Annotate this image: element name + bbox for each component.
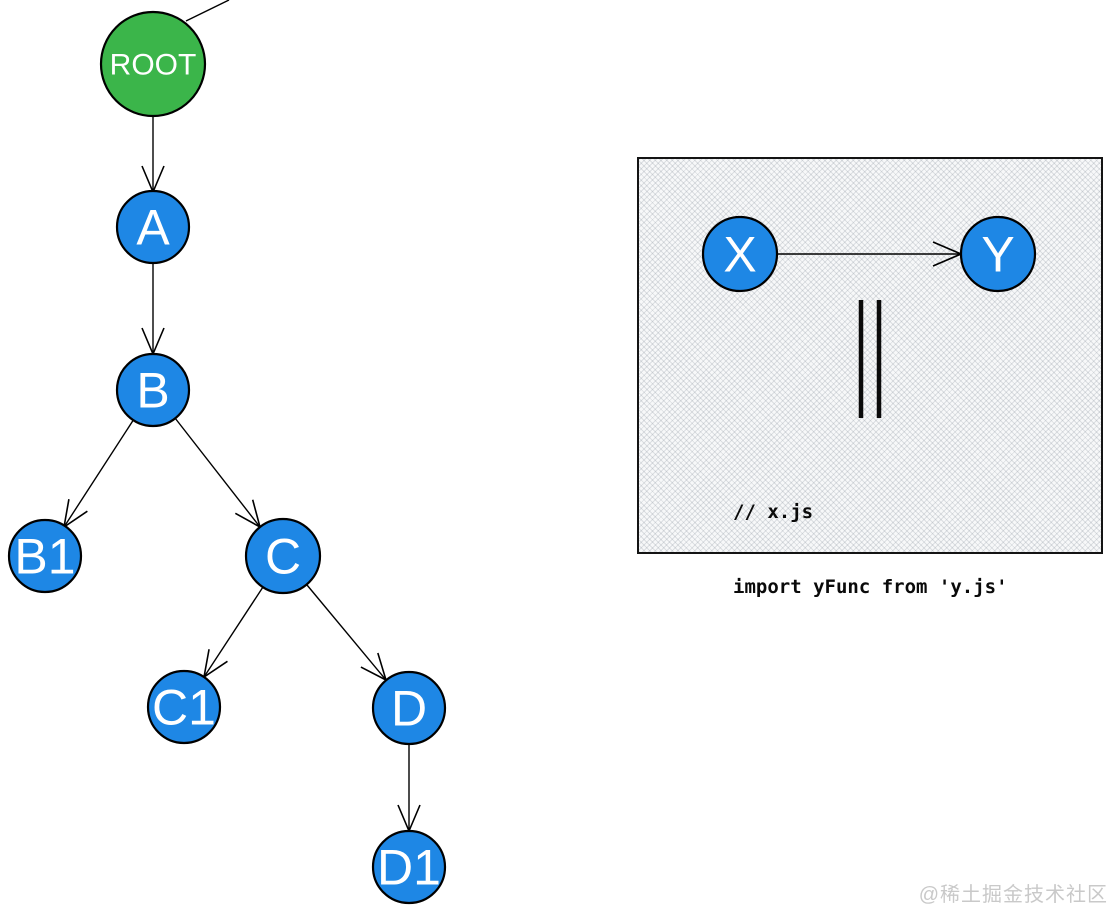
edge-c-d xyxy=(306,584,388,682)
edge-c-c1 xyxy=(202,586,264,679)
root-node-circle xyxy=(99,10,207,118)
equivalence-bars-icon xyxy=(858,300,882,418)
node-a-label: A xyxy=(136,200,170,256)
node-c-label: C xyxy=(265,529,301,585)
node-b-label: B xyxy=(136,363,169,419)
node-d1-circle xyxy=(371,829,447,905)
tree-node-d1: D1 xyxy=(371,829,447,905)
node-d-circle xyxy=(371,670,447,746)
tree-node-c1: C1 xyxy=(146,669,222,745)
node-b-circle xyxy=(115,352,191,428)
root-node-label: ROOT xyxy=(110,49,197,82)
equivalence-panel: X Y // x.js import yFunc from 'y.js' xyxy=(637,157,1103,598)
watermark: @稀土掘金技术社区 xyxy=(918,884,1108,906)
tree-edges xyxy=(62,0,421,834)
node-b1-label: B1 xyxy=(14,529,75,585)
equivalence-panel-svg: X Y xyxy=(701,215,1037,418)
node-y-label: Y xyxy=(981,227,1014,283)
tree-node-c: C xyxy=(244,517,322,595)
edge-b-b1 xyxy=(62,418,135,529)
node-c-circle xyxy=(244,517,322,595)
node-b1-circle xyxy=(7,518,83,594)
node-a-circle xyxy=(115,189,191,265)
node-c1-circle xyxy=(146,669,222,745)
code-line-comment: // x.js xyxy=(733,501,814,523)
tree-node-b: B xyxy=(115,352,191,428)
node-x-label: X xyxy=(723,227,756,283)
node-c1-label: C1 xyxy=(152,680,216,736)
edge-b-c xyxy=(174,417,262,529)
code-line-import: import yFunc from 'y.js' xyxy=(733,576,1008,598)
node-x-circle xyxy=(701,215,779,293)
edge-cropped-stub xyxy=(185,0,230,22)
node-d-label: D xyxy=(391,681,427,737)
panel-node-x: X xyxy=(701,215,779,293)
panel-node-y: Y xyxy=(959,215,1037,293)
node-y-circle xyxy=(959,215,1037,293)
tree-node-a: A xyxy=(115,189,191,265)
code-snippet: // x.js import yFunc from 'y.js' xyxy=(733,450,1008,650)
tree-node-d: D xyxy=(371,670,447,746)
tree-node-root: ROOT xyxy=(99,10,207,118)
node-d1-label: D1 xyxy=(377,840,441,896)
tree-node-b1: B1 xyxy=(7,518,83,594)
